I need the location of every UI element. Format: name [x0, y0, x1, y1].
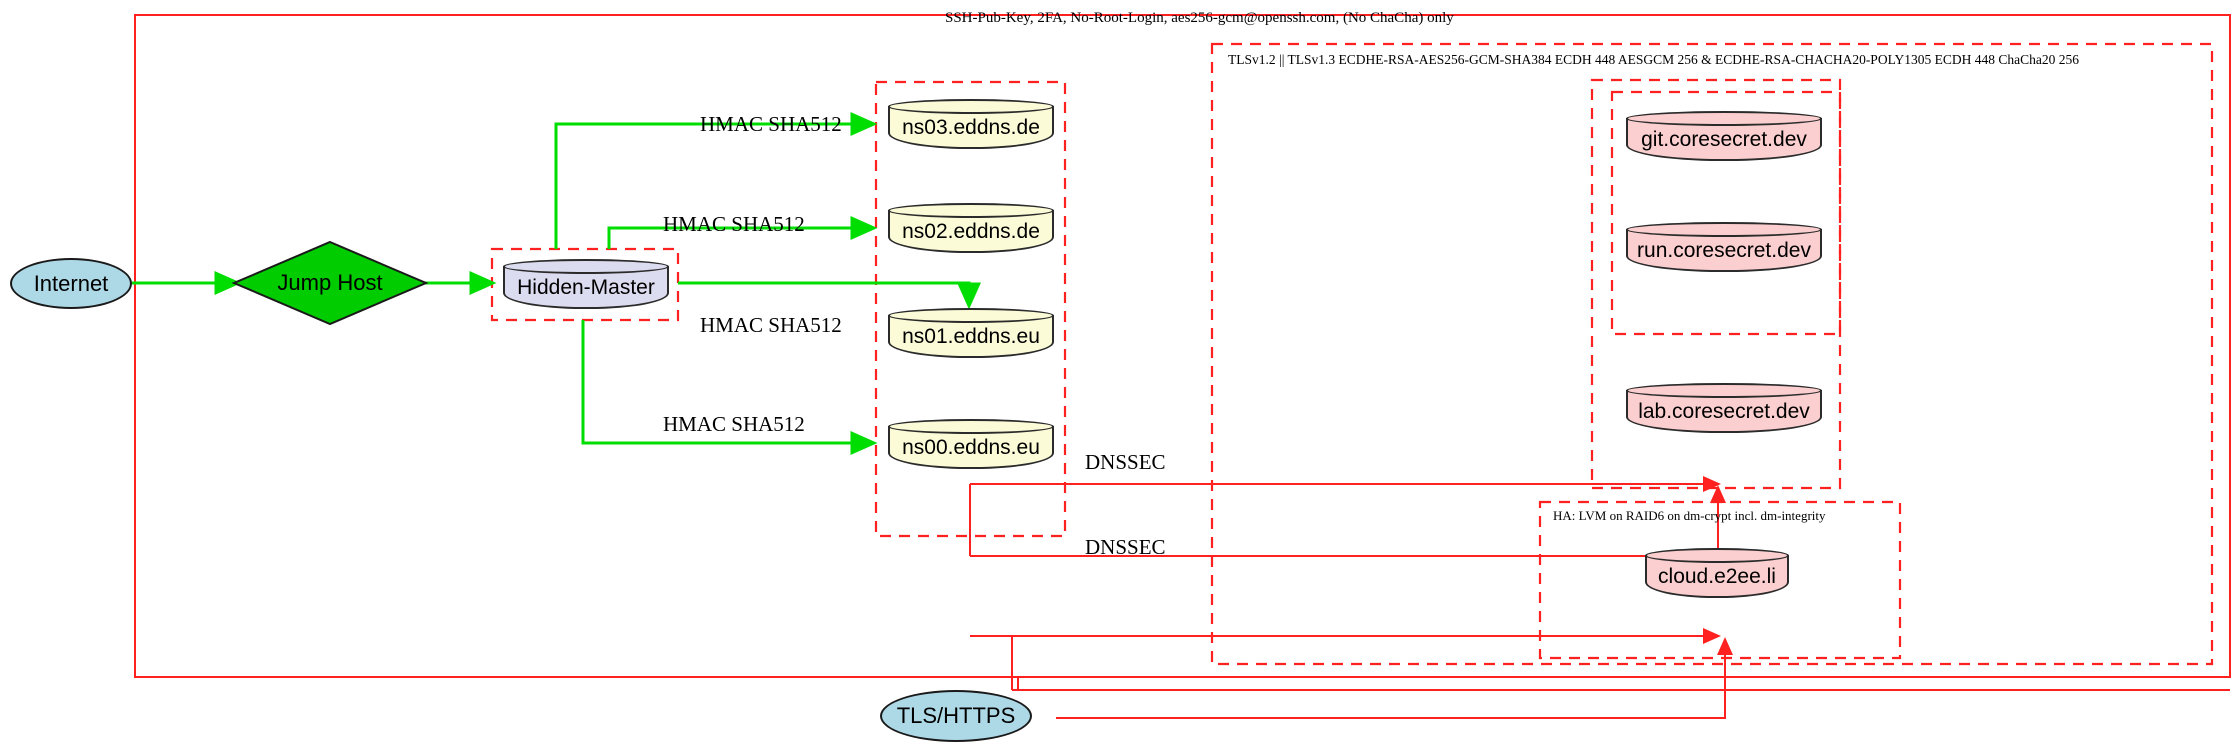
edge-tlshttps-out	[1056, 637, 1733, 719]
ha-zone-label: HA: LVM on RAID6 on dm-crypt incl. dm-in…	[1553, 508, 1826, 523]
ssh-boundary-label: SSH-Pub-Key, 2FA, No-Root-Login, aes256-…	[945, 10, 1454, 26]
run-cylinder-top	[1626, 222, 1822, 237]
node-ns03[interactable]: ns03.eddns.de	[888, 99, 1054, 149]
edge-hm-ns03	[554, 112, 878, 249]
edge-label-hmac-ns00: HMAC SHA512	[663, 412, 805, 436]
node-lab-coresecret[interactable]: lab.coresecret.dev	[1626, 383, 1822, 433]
edge-hm-ns02	[607, 216, 878, 249]
tls-zone-label: TLSv1.2 || TLSv1.3 ECDHE-RSA-AES256-GCM-…	[1228, 52, 2079, 67]
edge-label-hmac-ns03: HMAC SHA512	[700, 112, 842, 136]
ssh-boundary-box	[134, 14, 2231, 678]
edge-hm-ns00	[581, 320, 878, 455]
hidden-master-cylinder-top	[503, 259, 669, 274]
edge-hm-ns01	[678, 281, 981, 310]
node-cloud-e2ee[interactable]: cloud.e2ee.li	[1645, 548, 1789, 598]
node-tls-https-label: TLS/HTTPS	[896, 703, 1016, 728]
ns00-cylinder-top	[888, 419, 1054, 434]
git-cylinder-top	[1626, 111, 1822, 126]
node-hidden-master[interactable]: Hidden-Master	[503, 259, 669, 309]
node-git-coresecret[interactable]: git.coresecret.dev	[1626, 111, 1822, 161]
ns01-cylinder-top	[888, 308, 1054, 323]
git-cylinder-body	[1626, 118, 1822, 161]
node-internet-label: Internet	[33, 270, 109, 296]
lab-cylinder-top	[1626, 383, 1822, 398]
edge-label-hmac-ns02: HMAC SHA512	[663, 212, 805, 236]
node-tls-https[interactable]: TLS/HTTPS	[880, 690, 1032, 742]
ns03-cylinder-top	[888, 99, 1054, 114]
edge-label-dnssec-upper: DNSSEC	[1085, 450, 1166, 474]
tls-zone	[1210, 42, 2214, 666]
jump-host-diamond-shape	[231, 240, 429, 326]
cloud-cylinder-top	[1645, 548, 1789, 563]
node-ns02[interactable]: ns02.eddns.de	[888, 203, 1054, 253]
node-ns01[interactable]: ns01.eddns.eu	[888, 308, 1054, 358]
node-internet[interactable]: Internet	[10, 258, 132, 309]
ns02-cylinder-top	[888, 203, 1054, 218]
node-run-coresecret[interactable]: run.coresecret.dev	[1626, 222, 1822, 272]
coresecret-inner-zone	[1610, 90, 1842, 336]
node-ns00[interactable]: ns00.eddns.eu	[888, 419, 1054, 469]
edge-label-hmac-ns01: HMAC SHA512	[700, 313, 842, 337]
edge-label-dnssec-lower: DNSSEC	[1085, 535, 1166, 559]
node-jump-host[interactable]: Jump Host	[231, 240, 429, 326]
